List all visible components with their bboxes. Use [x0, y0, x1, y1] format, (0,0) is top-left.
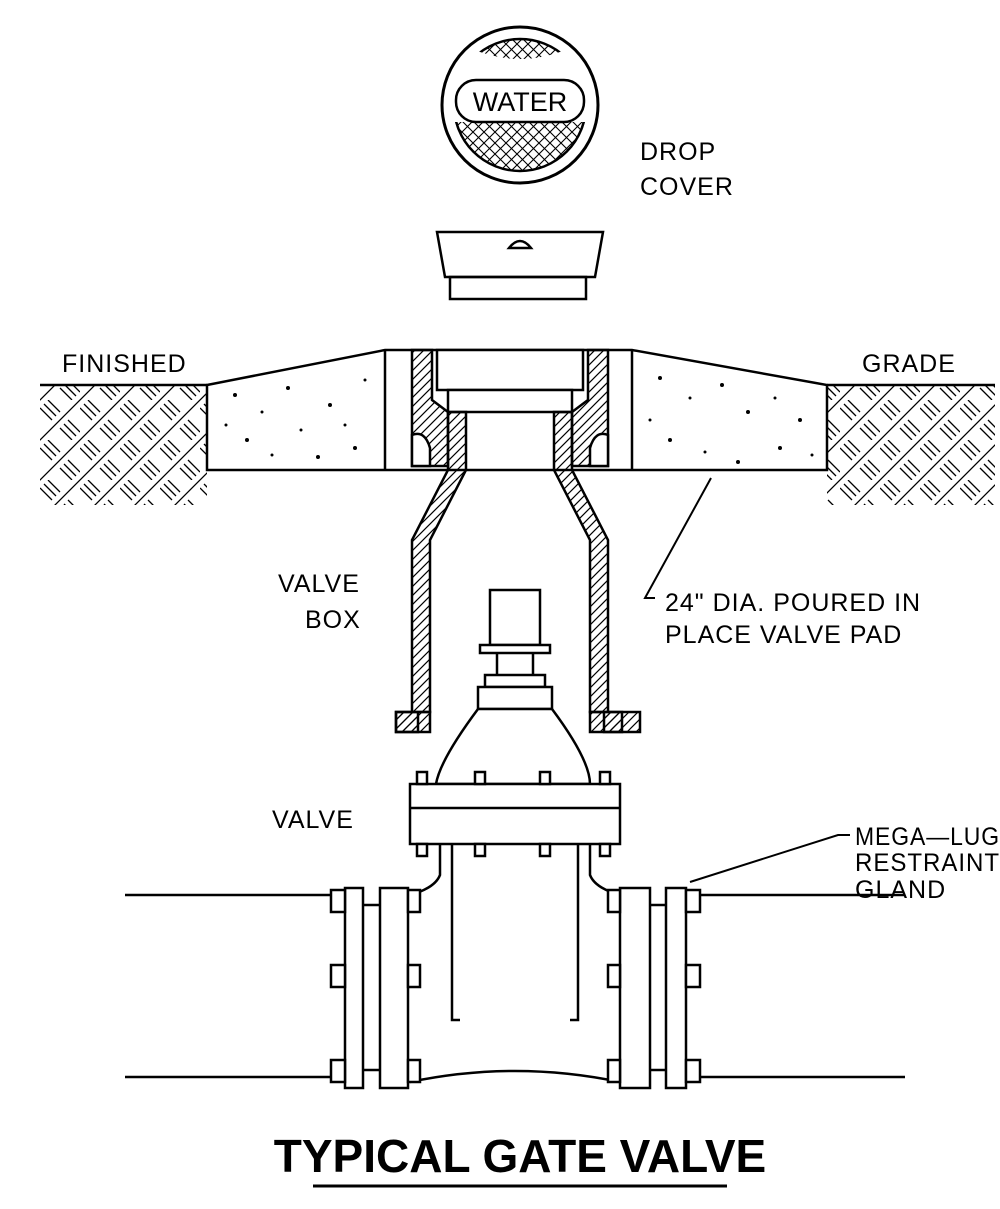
- label-valve-box-1: VALVE: [278, 570, 360, 598]
- label-pad-2: PLACE VALVE PAD: [665, 621, 902, 649]
- drawing-title: TYPICAL GATE VALVE: [274, 1130, 766, 1182]
- valve-body: [409, 844, 621, 1084]
- label-cover: COVER: [640, 173, 734, 201]
- leader-lines: [643, 477, 850, 883]
- pipe: [125, 893, 905, 1079]
- concrete-pad: [205, 348, 829, 472]
- right-flange: [606, 886, 702, 1090]
- label-valve-box-2: BOX: [305, 606, 361, 634]
- label-pad-1: 24" DIA. POURED IN: [665, 589, 921, 617]
- label-drop: DROP: [640, 138, 716, 166]
- label-finished: FINISHED: [62, 350, 187, 378]
- cover-word: WATER: [473, 87, 568, 117]
- drop-cover-top: WATER: [440, 25, 600, 185]
- drop-cover-side: [435, 230, 605, 301]
- label-megalug-3: GLAND: [855, 876, 946, 904]
- operating-nut: [434, 588, 592, 786]
- soil: [40, 383, 995, 505]
- valve-box: [394, 348, 642, 734]
- label-grade: GRADE: [862, 350, 956, 378]
- valve-bonnet: [408, 770, 622, 858]
- label-megalug-2: RESTRAINT: [855, 849, 1000, 877]
- concrete-speckles: [224, 376, 814, 464]
- label-megalug-1: MEGA—LUG: [855, 823, 1000, 851]
- label-valve: VALVE: [272, 806, 354, 834]
- left-flange: [329, 886, 422, 1090]
